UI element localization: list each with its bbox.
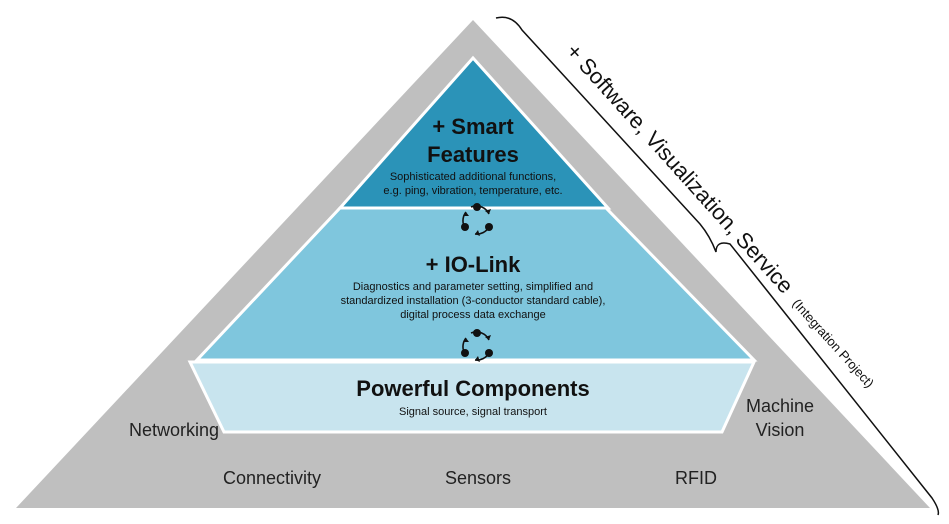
smart-features-desc-line2: e.g. ping, vibration, temperature, etc. — [383, 185, 562, 197]
label-sensors: Sensors — [445, 468, 511, 488]
smart-features-title-line1: + Smart — [432, 114, 514, 139]
cycle-arrows-icon — [461, 203, 493, 236]
smart-features-title-line2: Features — [427, 142, 519, 167]
io-link-desc-line2: standardized installation (3-conductor s… — [341, 295, 606, 307]
label-rfid: RFID — [675, 468, 717, 488]
label-networking: Networking — [129, 420, 219, 440]
cycle-arrows-icon — [461, 329, 493, 362]
label-machine-vision-line1: Machine — [746, 396, 814, 416]
side-brace — [495, 16, 940, 516]
label-connectivity: Connectivity — [223, 468, 321, 488]
io-link-title: + IO-Link — [426, 252, 522, 277]
powerful-components-desc: Signal source, signal transport — [399, 406, 547, 418]
label-machine-vision-line2: Vision — [756, 420, 805, 440]
io-link-desc-line3: digital process data exchange — [400, 309, 546, 321]
tier-powerful-components — [187, 360, 757, 434]
smart-features-desc-line1: Sophisticated additional functions, — [390, 171, 556, 183]
powerful-components-title: Powerful Components — [356, 376, 589, 401]
io-link-desc-line1: Diagnostics and parameter setting, simpl… — [353, 281, 593, 293]
